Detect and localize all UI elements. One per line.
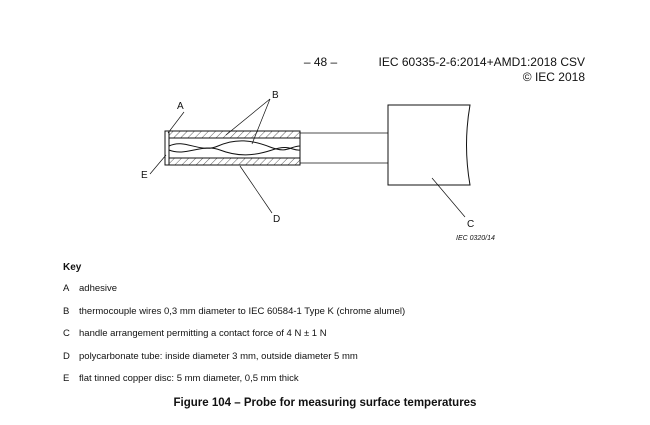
key-text: flat tinned copper disc: 5 mm diameter, … (79, 373, 299, 384)
key-letter: E (63, 373, 70, 384)
standard-reference: IEC 60335-2-6:2014+AMD1:2018 CSV (378, 55, 585, 69)
leader-c (431, 177, 466, 218)
copper-disc (164, 130, 170, 166)
key-letter: D (63, 350, 70, 362)
key-letter: A (63, 283, 70, 294)
key-text: polycarbonate tube: inside diameter 3 mm… (79, 350, 358, 362)
callout-a: A (177, 101, 184, 112)
callout-e: E (141, 170, 148, 181)
key-letter: C (63, 328, 70, 339)
thermocouple-wire-1 (168, 140, 301, 151)
callout-b: B (272, 90, 279, 101)
leader-a (167, 111, 185, 134)
key-text: adhesive (79, 283, 118, 294)
tube-wall-top (168, 130, 301, 139)
page-number: – 48 – (303, 55, 338, 69)
key-text: handle arrangement permitting a contact … (79, 328, 327, 339)
leader-b-2 (251, 98, 271, 145)
copyright: © IEC 2018 (522, 70, 585, 84)
leader-b-1 (225, 98, 271, 136)
key-title: Key (63, 262, 82, 273)
callout-d: D (273, 214, 280, 225)
callout-c: C (467, 219, 474, 230)
tube-wall-bottom (168, 157, 301, 166)
figure-ref-code: IEC 0320/14 (456, 235, 495, 242)
leader-e (149, 154, 167, 175)
handle (387, 104, 471, 186)
figure-caption: Figure 104 – Probe for measuring surface… (173, 397, 477, 409)
key-letter: B (63, 305, 70, 317)
header-row: – 48 – IEC 60335-2-6:2014+AMD1:2018 CSV (304, 55, 585, 70)
key-text: thermocouple wires 0,3 mm diameter to IE… (79, 305, 406, 317)
page-header: – 48 – IEC 60335-2-6:2014+AMD1:2018 CSV … (304, 55, 585, 85)
leader-d (239, 165, 273, 214)
thermocouple-wire-2 (168, 147, 301, 156)
